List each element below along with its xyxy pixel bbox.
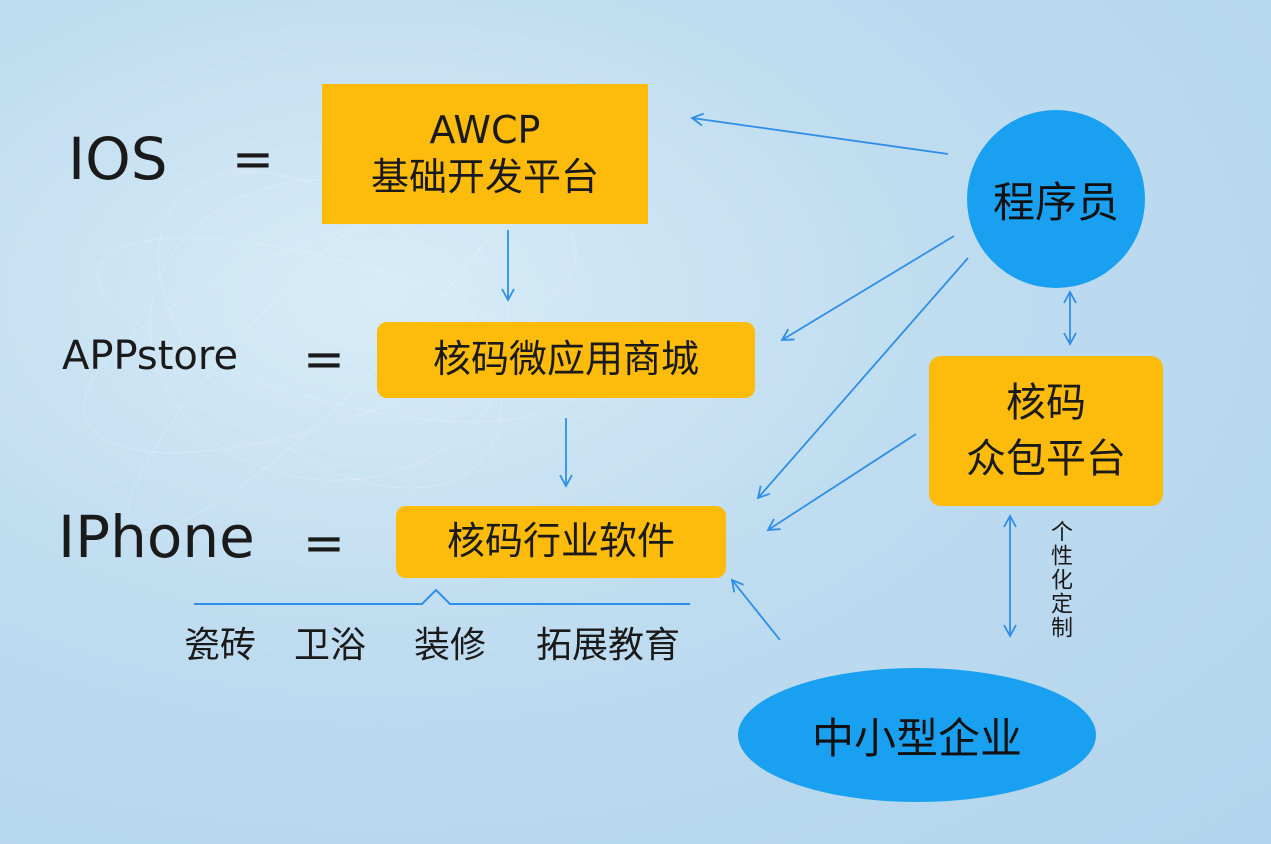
equals-sign-appstore: = <box>303 330 345 388</box>
appstore-label: APPstore <box>62 333 239 379</box>
equals-sign-ios: = <box>232 130 274 188</box>
crowd-title: 核码 <box>1006 380 1086 426</box>
awcp-platform-box: AWCP 基础开发平台 <box>322 84 648 224</box>
arrow-programmer-to-awcp <box>690 112 949 155</box>
ios-label: IOS <box>68 125 168 193</box>
crowd-subtitle: 众包平台 <box>966 436 1126 482</box>
industry-education: 拓展教育 <box>536 625 681 666</box>
equals-sign-iphone: = <box>303 514 345 572</box>
crowdsourcing-platform-box: 核码 众包平台 <box>929 356 1163 506</box>
industry-software-label: 核码行业软件 <box>446 519 675 564</box>
programmer-label: 程序员 <box>992 177 1119 227</box>
arrow-programmer-to-mall <box>780 235 955 341</box>
industry-brace <box>194 588 690 605</box>
programmer-node: 程序员 <box>967 110 1145 288</box>
arrow-crowd-to-industry <box>766 433 917 532</box>
iphone-label: IPhone <box>58 503 255 571</box>
customization-label: 个性化定制 <box>1047 520 1072 640</box>
app-mall-label: 核码微应用商城 <box>432 337 699 382</box>
awcp-title: AWCP <box>429 107 541 152</box>
industry-tile: 瓷砖 <box>184 625 257 666</box>
sme-node: 中小型企业 <box>738 668 1096 802</box>
app-mall-box: 核码微应用商城 <box>377 322 755 398</box>
industry-decoration: 装修 <box>414 625 487 666</box>
sme-label: 中小型企业 <box>811 713 1022 763</box>
awcp-subtitle: 基础开发平台 <box>370 155 599 199</box>
arrow-programmer-to-industry <box>756 257 969 500</box>
arrow-sme-to-industry <box>730 578 781 641</box>
industry-software-box: 核码行业软件 <box>396 506 726 578</box>
industry-bathroom: 卫浴 <box>294 625 367 666</box>
